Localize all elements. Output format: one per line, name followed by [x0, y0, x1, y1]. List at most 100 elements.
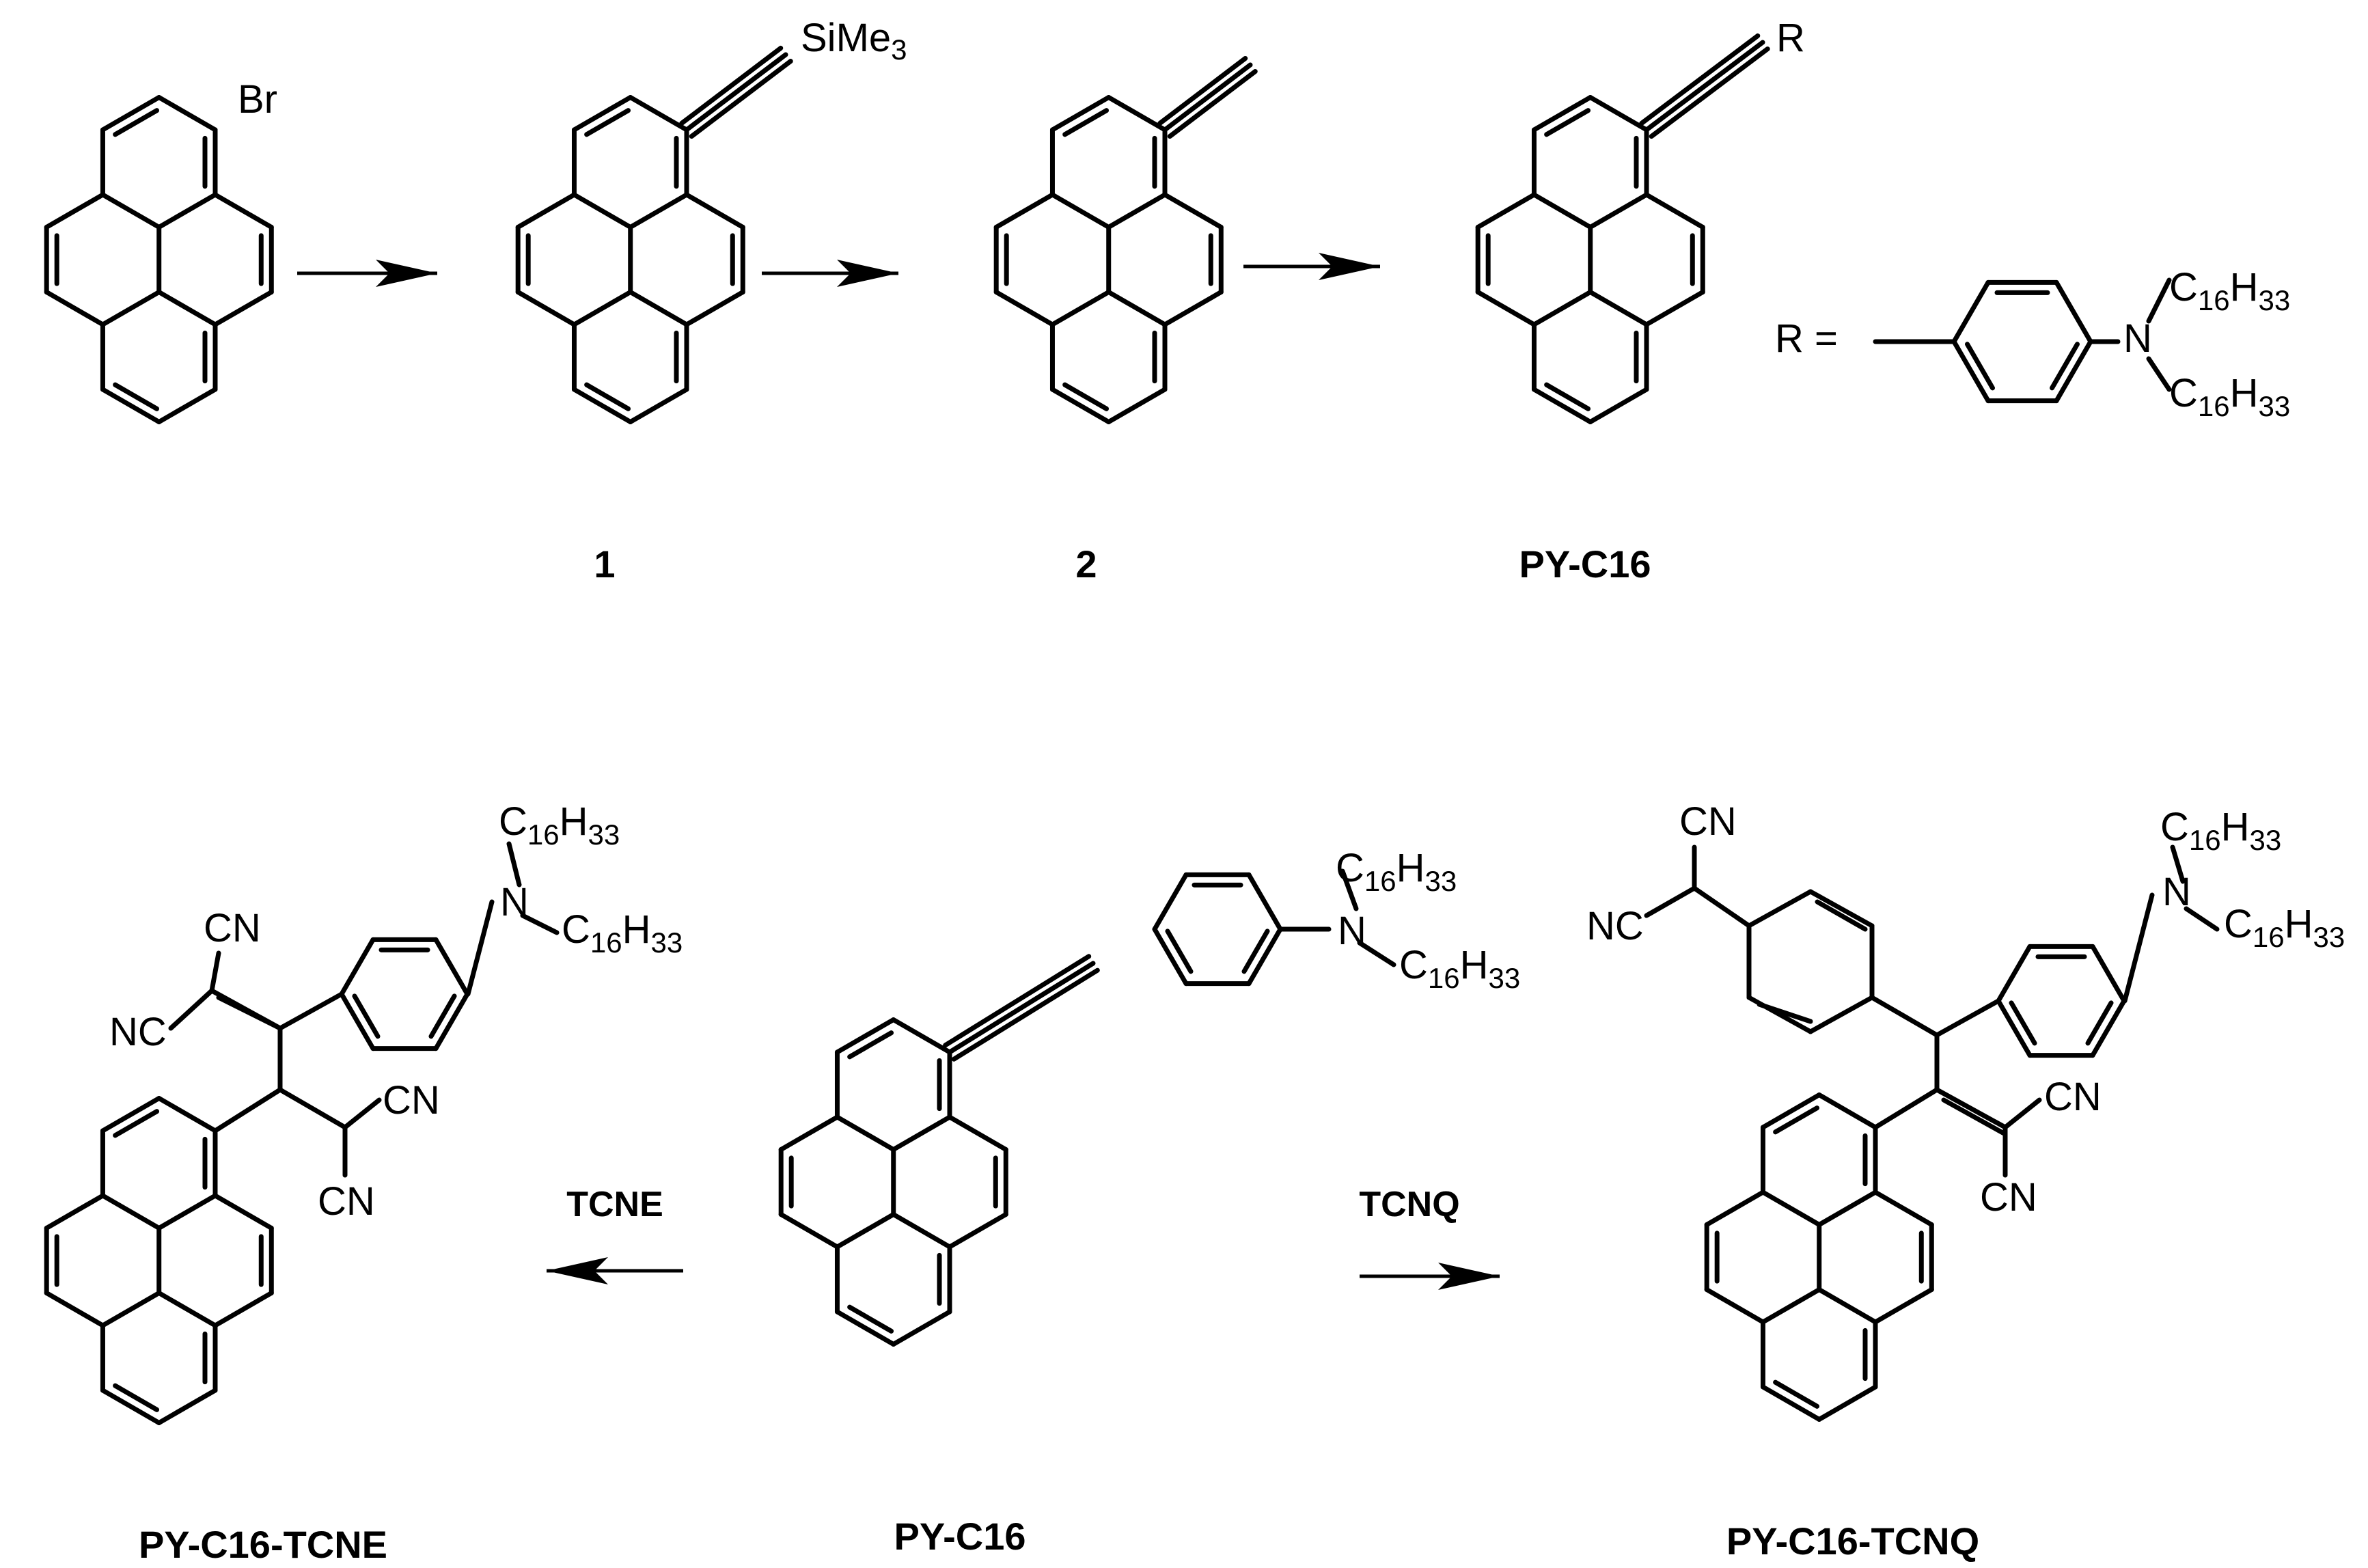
pyrene-bond: [1531, 387, 1593, 424]
phenyl-bond: [1951, 279, 1991, 344]
pyrene-double-bond: [847, 1304, 894, 1334]
alkene-bond: [277, 1087, 348, 1130]
pyrene-bond: [156, 1291, 218, 1328]
pyrene-double-bond: [1773, 1379, 1820, 1409]
n-alkyl-bond: [1357, 940, 1396, 967]
alkene-bond: [1941, 1097, 2008, 1137]
phenyl-bond: [2090, 998, 2127, 1058]
alkyne-bond: [689, 59, 793, 139]
pyrene-bond: [571, 387, 633, 424]
arrow-tcnq-head: [1438, 1263, 1500, 1290]
pyrene-bond: [1817, 1287, 1878, 1325]
pyrene-bond: [156, 1388, 218, 1425]
pyrene-bond: [1049, 387, 1112, 424]
pyrene-bond: [1049, 192, 1112, 230]
pyrene-bond: [1817, 1189, 1878, 1227]
phenyl-bond: [339, 937, 376, 997]
phenyl-bond: [1246, 872, 1283, 932]
arrow-tcne-head: [547, 1257, 608, 1284]
bromo-substituent: Br: [238, 77, 277, 122]
pyrene-bond: [156, 290, 218, 327]
pyrene-bond: [212, 1291, 274, 1328]
pyrene-bond: [834, 1114, 896, 1152]
pyrene-double-bond: [1062, 382, 1110, 411]
pyrene-bond: [44, 290, 105, 327]
phenyl-bond: [433, 991, 470, 1051]
phenyl-double-bond: [2009, 1000, 2037, 1046]
py-c16-bottom-label: PY-C16: [894, 1515, 1026, 1558]
pyrene-bond: [44, 1193, 105, 1230]
alkyne-bond: [1157, 55, 1248, 126]
quinoid-double-bond: [1757, 1002, 1813, 1024]
compound-2-label: 2: [1075, 542, 1097, 586]
alkyne-bond: [1649, 46, 1770, 139]
phenyl-double-bond: [2050, 342, 2080, 391]
alkene-bond: [1873, 1087, 1940, 1130]
pyrene-bond: [993, 192, 1055, 230]
pyrene-bond: [1049, 95, 1112, 133]
pyrene-bond: [156, 387, 218, 424]
r-substituent: R: [1776, 16, 1805, 60]
n-alkyl-bond: [2184, 906, 2220, 932]
pyrene-bond: [156, 95, 218, 133]
tcnq-cyano-2: NC: [1586, 904, 1644, 948]
center-alkyl-chain-upper: C16H33: [1336, 846, 1457, 897]
quinoid-bond: [1808, 995, 1875, 1034]
pyrene-bond: [1106, 290, 1168, 327]
pyrene-bond: [834, 1017, 896, 1055]
alkyne-bond: [1167, 69, 1258, 139]
pyrene-bond: [628, 290, 689, 327]
pyrene-bond: [100, 1193, 162, 1230]
aryl-bond: [1934, 998, 2001, 1038]
alkyne-bond: [1644, 40, 1765, 133]
r-definition-alkyl-chain-upper: C16H33: [2169, 265, 2290, 316]
tcnq-cyano-3: CN: [2044, 1075, 2102, 1119]
alkene-bond: [1934, 1087, 2008, 1130]
aryl-n-bond: [2122, 892, 2155, 1004]
pyrene-bond: [1588, 387, 1649, 424]
pyrene-bond: [1873, 1189, 1934, 1227]
n-alkyl-bond: [506, 841, 522, 888]
pyrene-double-bond: [847, 1030, 894, 1060]
phenyl-double-bond: [1964, 342, 1995, 391]
phenyl-bond: [1152, 872, 1189, 932]
pyrene-bond: [1760, 1092, 1822, 1130]
pyrene-bond: [947, 1212, 1008, 1250]
tcne-cyano-1: CN: [204, 906, 261, 950]
pyrene-bond: [1817, 1092, 1878, 1130]
py-c16-tcnq-label: PY-C16-TCNQ: [1726, 1519, 1979, 1563]
quinoid-double-bond: [1815, 899, 1868, 932]
n-alkyl-bond: [520, 913, 560, 935]
pyrene-double-bond: [1544, 382, 1591, 411]
py-c16-top-label: PY-C16: [1519, 542, 1651, 586]
pyrene-bond: [100, 387, 162, 424]
aryl-n-bond: [465, 899, 495, 997]
arrow-step-2-head: [837, 260, 898, 287]
pyrene-bond: [891, 1309, 952, 1347]
phenyl-bond: [2054, 339, 2093, 404]
pyrene-double-bond: [113, 1383, 160, 1412]
pyrene-bond: [1644, 290, 1705, 327]
pyrene-bond: [571, 290, 633, 327]
pyrene-double-bond: [584, 382, 631, 411]
reaction-arrows: [297, 253, 1500, 1290]
pyrene-double-bond: [113, 108, 160, 137]
quinoid-bond: [1808, 889, 1875, 929]
pyrene-bond: [834, 1212, 896, 1250]
bond-lines: [44, 33, 2220, 1425]
n-alkyl-bond: [2146, 356, 2172, 392]
pyrene-bond: [156, 1096, 218, 1133]
pyrene-bond: [1106, 95, 1168, 133]
tcnq-cyano-4: CN: [1980, 1175, 2037, 1220]
pyrene-double-bond: [1062, 108, 1110, 137]
phenyl-double-bond: [2085, 1000, 2114, 1046]
pyrene-bond: [1106, 192, 1168, 230]
pyrene-bond: [212, 1193, 274, 1230]
alkyne-bond: [943, 954, 1092, 1048]
quinoid-bond: [1746, 889, 1813, 929]
tcne-nitrogen: N: [500, 880, 529, 924]
pyrene-bond: [1049, 290, 1112, 327]
pyrene-bond: [628, 95, 689, 133]
pyrene-bond: [1588, 290, 1649, 327]
pyrene-bond: [100, 192, 162, 230]
